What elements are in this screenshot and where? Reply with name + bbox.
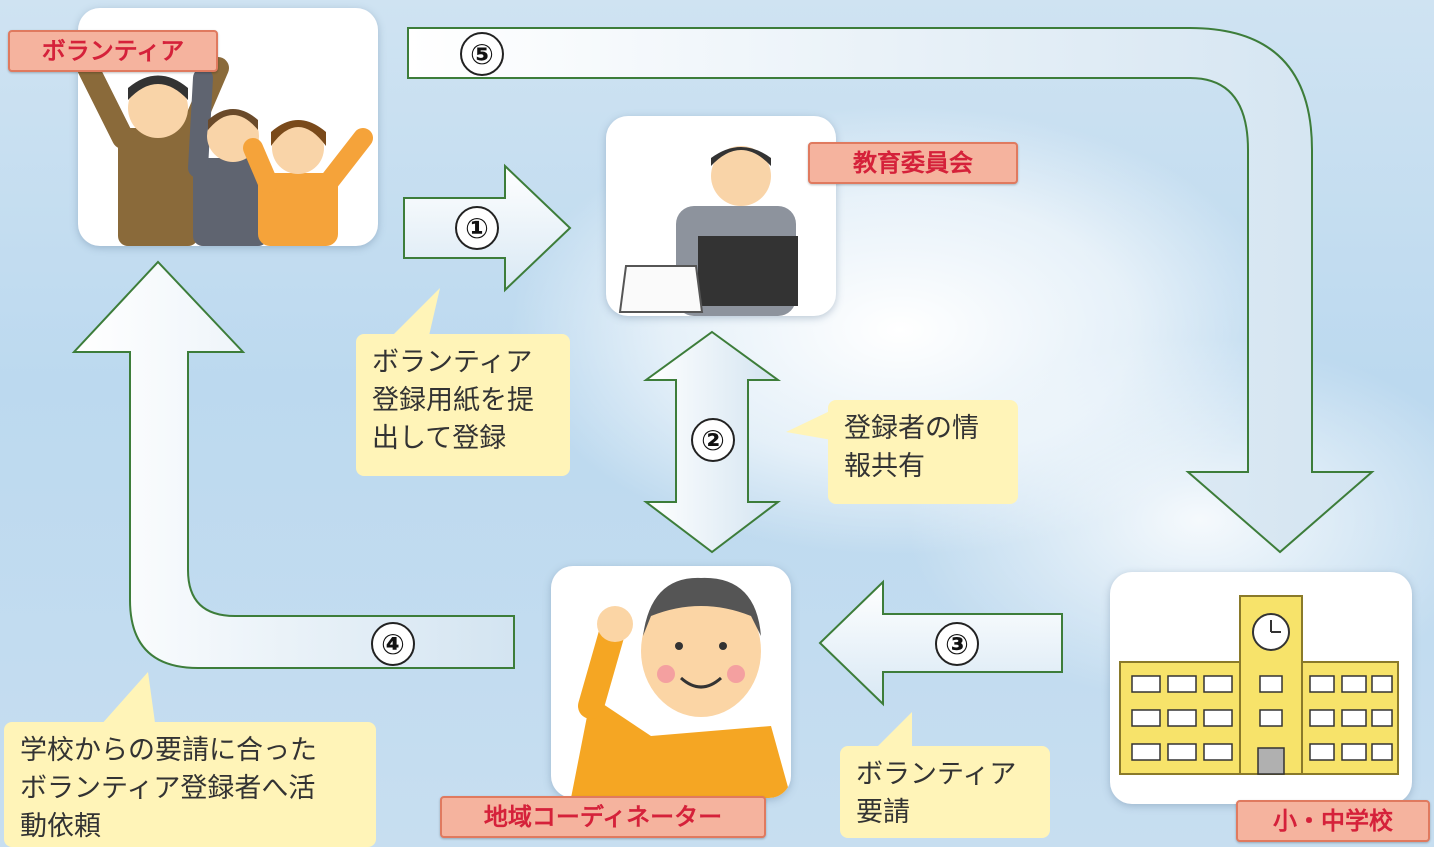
note-request-pointer (872, 712, 912, 756)
note-dispatch-pointer (100, 672, 156, 730)
school-label: 小・中学校 (1236, 800, 1430, 842)
coordinator-label: 地域コーディネーター (440, 796, 766, 838)
note-register-line-2: 登録用紙を提 (372, 385, 534, 416)
note-request: ボランティア 要請 (840, 746, 1050, 838)
step-5-number: ⑤ (460, 32, 504, 76)
school-card (1110, 572, 1412, 804)
board-label: 教育委員会 (808, 142, 1018, 184)
arrow-5 (407, 27, 1375, 554)
board-card (606, 116, 836, 316)
note-register: ボランティア 登録用紙を提 出して登録 (356, 334, 570, 476)
note-dispatch-line-1: 学校からの要請に合った (20, 735, 317, 766)
note-share-line-2: 報共有 (844, 451, 925, 482)
note-dispatch-line-3: 動依頼 (20, 811, 101, 842)
note-request-line-2: 要請 (856, 797, 910, 828)
volunteer-label: ボランティア (8, 30, 218, 72)
note-register-line-3: 出して登録 (372, 423, 507, 454)
step-1-number: ① (455, 206, 499, 250)
note-dispatch: 学校からの要請に合った ボランティア登録者へ活 動依頼 (4, 722, 376, 847)
step-2-number: ② (691, 418, 735, 462)
coordinator-illustration (571, 577, 791, 798)
note-share: 登録者の情 報共有 (828, 400, 1018, 504)
step-3-number: ③ (935, 622, 979, 666)
note-share-line-1: 登録者の情 (844, 413, 979, 444)
note-dispatch-line-2: ボランティア登録者へ活 (20, 773, 316, 804)
note-share-pointer (786, 410, 832, 440)
arrow-4 (71, 260, 515, 669)
note-register-pointer (392, 288, 440, 340)
note-request-line-1: ボランティア (856, 759, 1017, 790)
volunteers-illustration (78, 57, 373, 246)
board-official-illustration (618, 146, 798, 316)
volunteer-card (78, 8, 378, 246)
coordinator-card (551, 566, 791, 798)
school-building-illustration (1119, 595, 1399, 775)
note-register-line-1: ボランティア (372, 347, 533, 378)
step-4-number: ④ (371, 622, 415, 666)
